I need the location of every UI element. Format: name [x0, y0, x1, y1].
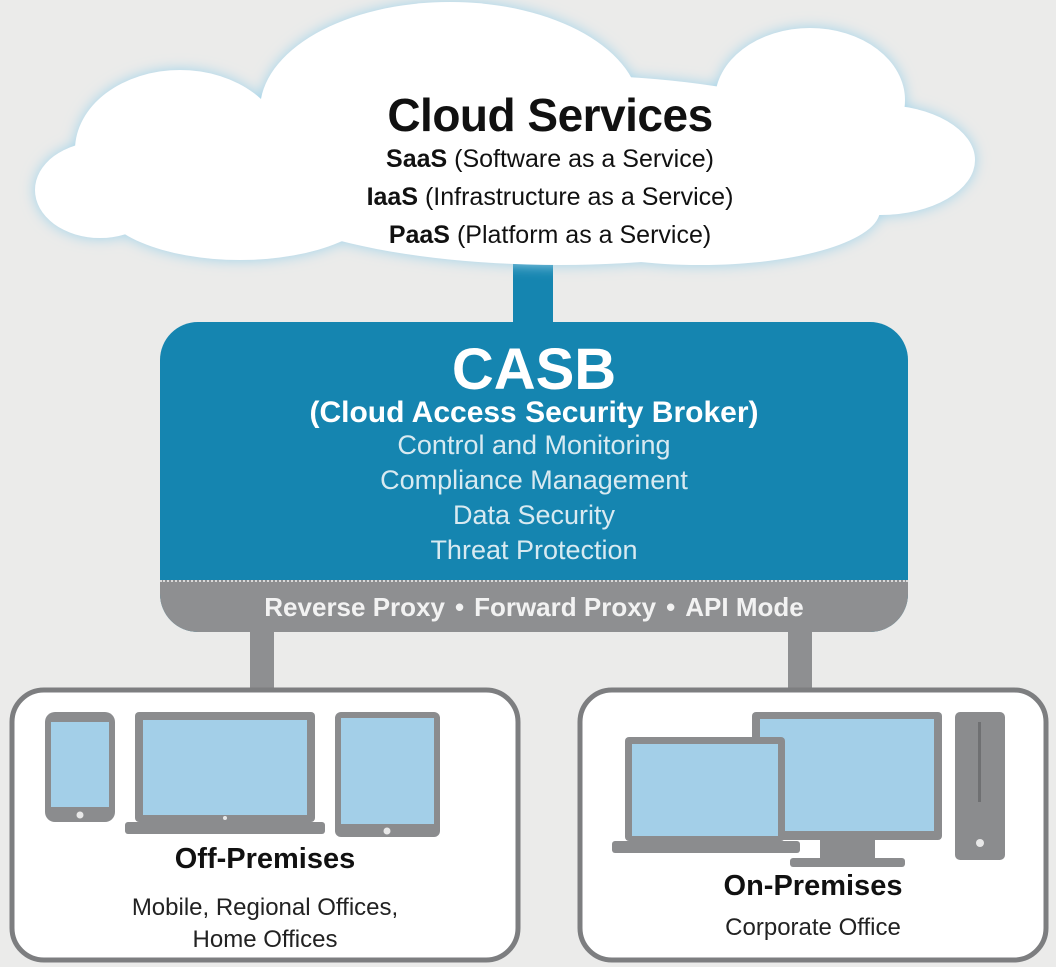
- monitor-icon: [125, 712, 325, 834]
- cloud-casb-connector: [513, 255, 553, 335]
- laptop-icon: [612, 737, 800, 853]
- phone-icon: [45, 712, 115, 822]
- tower-pc-icon: [955, 712, 1005, 860]
- off-premises-description: Mobile, Regional Offices, Home Offices: [12, 892, 518, 956]
- service-name: (Infrastructure as a Service): [424, 183, 734, 211]
- casb-feature: Control and Monitoring: [397, 430, 671, 460]
- cloud-services-title: Cloud Services: [387, 89, 713, 141]
- mode-forward-proxy: Forward Proxy: [474, 592, 657, 622]
- service-name: (Platform as a Service): [456, 221, 712, 249]
- casb-subtitle: (Cloud Access Security Broker): [309, 396, 759, 429]
- service-iaas: IaaS (Infrastructure as a Service): [250, 183, 850, 212]
- casb-title: CASB: [451, 337, 617, 402]
- service-paas: PaaS (Platform as a Service): [250, 221, 850, 250]
- mode-separator: •: [666, 592, 676, 622]
- casb-offprem-connector: [250, 625, 274, 690]
- casb-modes-bar: Reverse Proxy • Forward Proxy • API Mode: [160, 580, 908, 632]
- off-premises-line: Home Offices: [192, 926, 338, 953]
- mode-reverse-proxy: Reverse Proxy: [264, 592, 445, 622]
- mode-separator: •: [454, 592, 465, 622]
- casb-box: CASB (Cloud Access Security Broker) Cont…: [160, 322, 908, 632]
- tablet-icon: [335, 712, 440, 837]
- casb-feature: Compliance Management: [380, 465, 688, 495]
- on-premises-description: Corporate Office: [725, 914, 901, 941]
- casb-onprem-connector: [788, 625, 812, 690]
- off-premises-line: Mobile, Regional Offices,: [131, 894, 399, 921]
- service-abbr: IaaS: [366, 183, 419, 211]
- service-abbr: SaaS: [386, 145, 448, 173]
- on-premises-title: On-Premises: [723, 870, 903, 902]
- casb-feature: Data Security: [452, 500, 616, 530]
- service-abbr: PaaS: [388, 221, 450, 249]
- mode-api: API Mode: [685, 592, 804, 622]
- off-premises-title: Off-Premises: [174, 843, 356, 875]
- desktop-icon: [752, 712, 942, 867]
- service-saas: SaaS (Software as a Service): [250, 145, 850, 174]
- service-name: (Software as a Service): [454, 145, 714, 173]
- casb-feature: Threat Protection: [430, 535, 638, 565]
- cloud-shape: [35, 2, 975, 265]
